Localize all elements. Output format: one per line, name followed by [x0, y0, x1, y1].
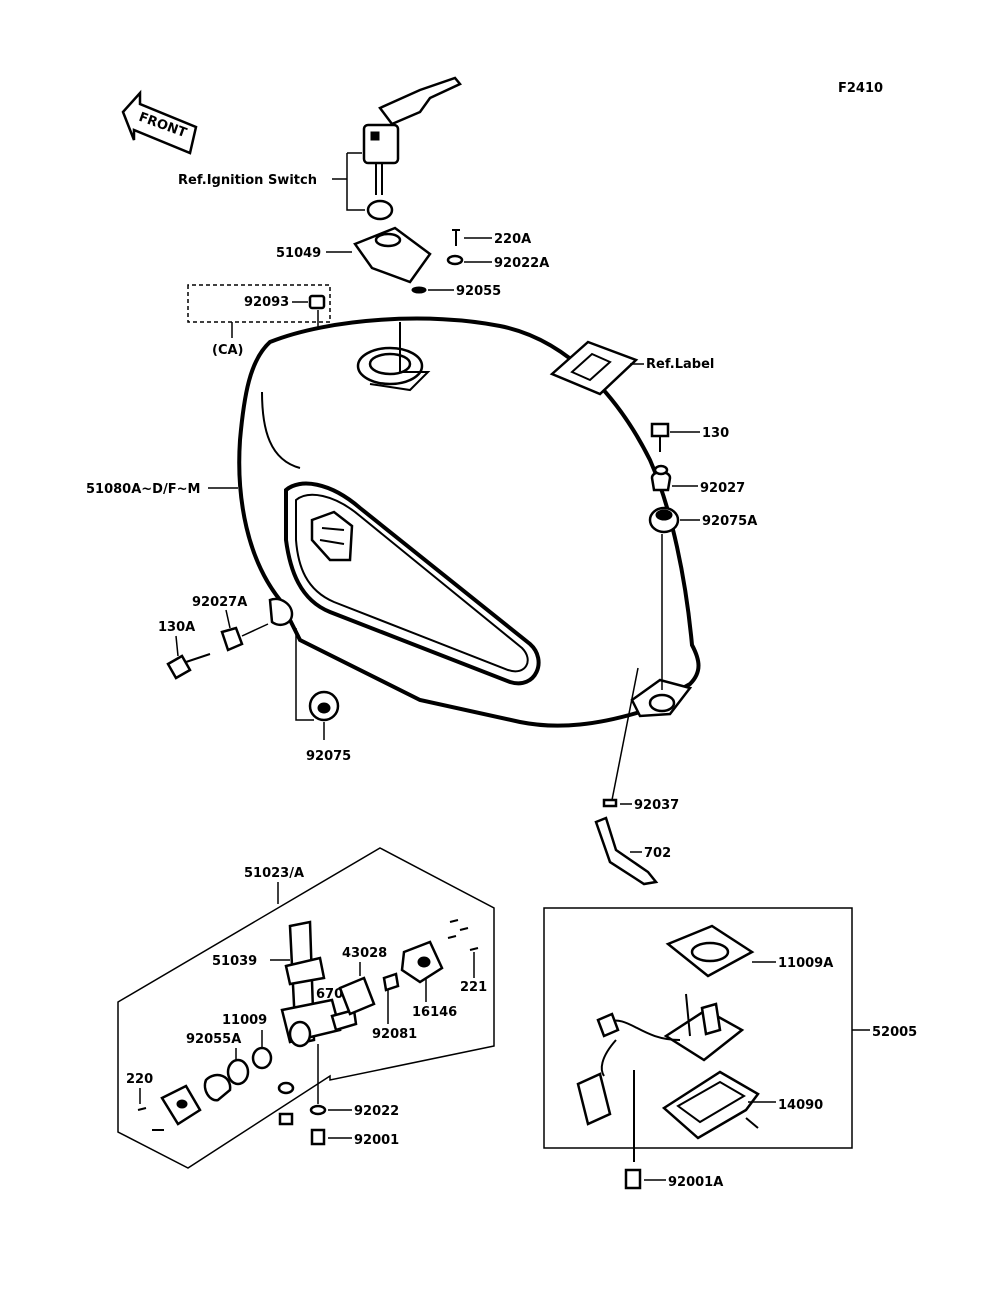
label-92055A: 92055A — [186, 1032, 241, 1047]
bolt-130 — [650, 422, 670, 452]
label-ref-ignition: Ref.Ignition Switch — [178, 173, 317, 188]
label-92022A: 92022A — [494, 256, 549, 271]
label-92093: 92093 — [244, 295, 289, 310]
fuel-tank-51080 — [237, 316, 701, 728]
label-11009: 11009 — [222, 1013, 267, 1028]
label-16146: 16146 — [412, 1005, 457, 1020]
ignition-key — [346, 76, 462, 221]
figure-id: F2410 — [838, 81, 883, 96]
label-130: 130 — [702, 426, 729, 441]
label-ca: (CA) — [212, 343, 243, 358]
label-14090: 14090 — [778, 1098, 823, 1113]
label-670: 670 — [316, 987, 343, 1002]
label-92075: 92075 — [306, 749, 351, 764]
label-220: 220 — [126, 1072, 153, 1087]
fuel-gauge-sender — [576, 924, 760, 1190]
label-52005: 52005 — [872, 1025, 917, 1040]
label-92075A: 92075A — [702, 514, 757, 529]
label-92037: 92037 — [634, 798, 679, 813]
fuel-cap-51049 — [353, 226, 432, 284]
label-221: 221 — [460, 980, 487, 995]
label-92081: 92081 — [372, 1027, 417, 1042]
label-220A: 220A — [494, 232, 531, 247]
label-ref-label: Ref.Label — [646, 357, 714, 372]
label-51023: 51023/A — [244, 866, 304, 881]
label-92027A: 92027A — [192, 595, 247, 610]
label-51039: 51039 — [212, 954, 257, 969]
ref-label-plate — [549, 340, 639, 396]
front-arrow: FRONT — [121, 89, 198, 155]
fuel-cock-assembly — [137, 919, 479, 1146]
label-92055: 92055 — [456, 284, 501, 299]
label-702: 702 — [644, 846, 671, 861]
label-92001A: 92001A — [668, 1175, 723, 1190]
label-130A: 130A — [158, 620, 195, 635]
label-51049: 51049 — [276, 246, 321, 261]
label-11009A: 11009A — [778, 956, 833, 971]
label-51080: 51080A~D/F~M — [86, 482, 200, 497]
label-92027: 92027 — [700, 481, 745, 496]
label-92001: 92001 — [354, 1133, 399, 1148]
label-92022: 92022 — [354, 1104, 399, 1119]
label-43028: 43028 — [342, 946, 387, 961]
